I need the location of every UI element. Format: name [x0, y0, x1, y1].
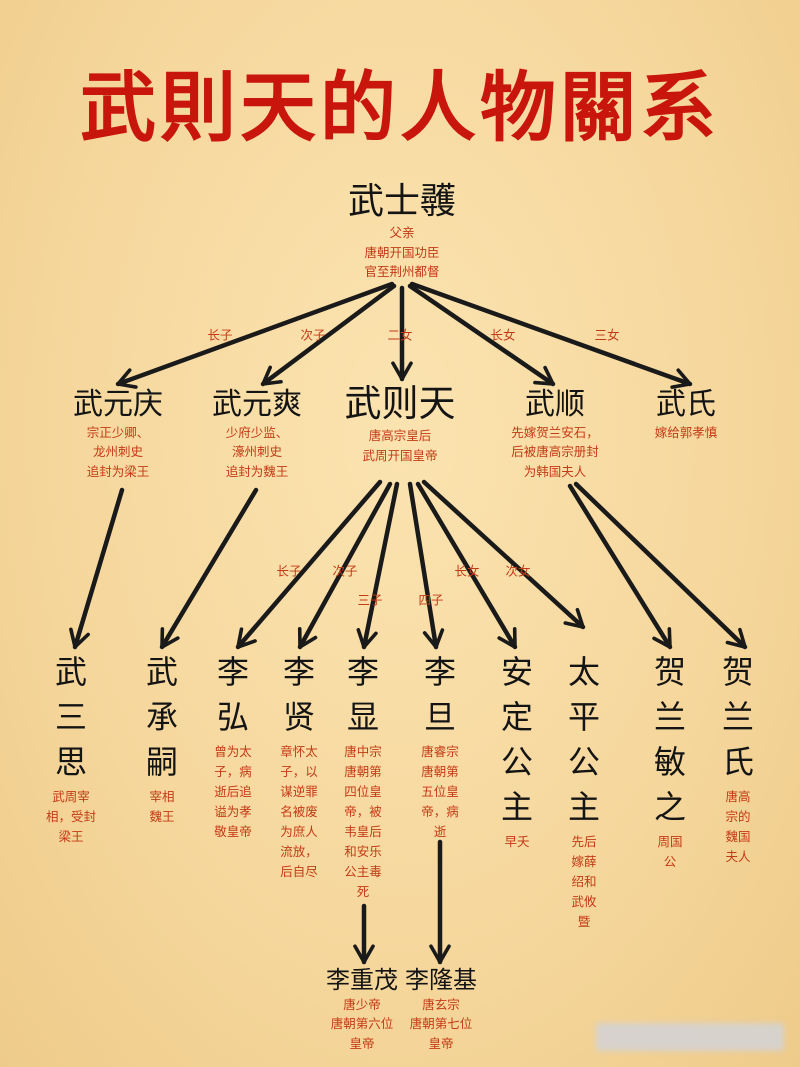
- node-name: 李贤: [282, 653, 315, 736]
- edge-label: 二女: [387, 327, 413, 343]
- node-li-xian: 李贤 章怀太子，以谋逆罪名被废为庶人流放，后自尽: [279, 650, 319, 882]
- node-name: 贺兰敏之: [653, 653, 686, 826]
- edge-label: 次子: [300, 327, 326, 343]
- node-desc: 唐玄宗 唐朝第七位 皇帝: [409, 996, 473, 1051]
- arrow-to-li-hong: [235, 479, 383, 650]
- node-name: 武士彠: [347, 181, 457, 222]
- node-desc: 父亲 唐朝开国功臣 官至荆州都督: [364, 225, 440, 279]
- node-li-hong: 李弘 曾为太子，病逝后追谥为孝敬皇帝: [213, 650, 253, 842]
- node-name: 武氏: [655, 387, 716, 422]
- node-name: 武顺: [524, 387, 585, 422]
- node-name: 武则天: [344, 382, 456, 425]
- node-name: 武元庆: [73, 387, 163, 422]
- node-desc: 武周宰相，受封梁王: [45, 789, 97, 844]
- node-desc: 先后嫁薛绍和武攸暨: [571, 834, 597, 929]
- node-helan-minzhi: 贺兰敏之 周国公: [650, 650, 690, 872]
- edge-label: 长子: [207, 327, 233, 343]
- node-name: 武元爽: [212, 387, 302, 422]
- edge-label: 长女: [490, 327, 516, 343]
- arrow-to-wu-chengsi: [159, 487, 259, 650]
- node-li-dan: 李旦 唐睿宗唐朝第五位皇帝，病逝: [420, 650, 460, 842]
- node-desc: 周国公: [657, 834, 683, 869]
- node-helan-shi: 贺兰氏 唐高宗的魏国夫人: [718, 650, 758, 867]
- node-wu-yuanshuang: 武元爽 少府少监、 濠州刺史 追封为魏王: [212, 387, 302, 481]
- node-desc: 唐少帝 唐朝第六位 皇帝: [330, 996, 394, 1051]
- node-wu-yuanqing: 武元庆 宗正少卿、 龙州刺史 追封为梁王: [73, 387, 163, 481]
- node-desc: 宗正少卿、 龙州刺史 追封为梁王: [86, 425, 150, 479]
- node-name: 李重茂: [326, 966, 398, 994]
- arrow-to-wu-shun: [407, 283, 556, 387]
- arrow-to-anding-princess: [415, 481, 518, 650]
- node-name: 武承嗣: [145, 653, 178, 781]
- edge-label: 次女: [505, 563, 531, 579]
- arrow-to-wu-sansi: [69, 487, 125, 650]
- arrow-to-wu-yuanshuang: [260, 283, 397, 387]
- arrow-to-helan-shi: [573, 481, 748, 650]
- node-desc: 早夭: [504, 834, 530, 849]
- node-desc: 唐中宗唐朝第四位皇帝，被韦皇后和安乐公主毒死: [344, 744, 382, 899]
- node-desc: 嫁给郭孝慎: [654, 425, 718, 440]
- node-desc: 唐睿宗唐朝第五位皇帝，病逝: [421, 744, 459, 839]
- node-taiping-princess: 太平公主 先后嫁薛绍和武攸暨: [564, 650, 604, 932]
- node-wu-shun: 武顺 先嫁贺兰安石， 后被唐高宗册封 为韩国夫人: [511, 387, 599, 481]
- node-wu-shihuo: 武士彠 父亲 唐朝开国功臣 官至荆州都督: [348, 180, 456, 281]
- node-name: 李旦: [423, 653, 456, 736]
- edge-label: 长女: [454, 563, 480, 579]
- node-wu-shi: 武氏 嫁给郭孝慎: [655, 387, 718, 442]
- node-name: 贺兰氏: [721, 653, 754, 781]
- arrow-to-taiping-princess: [421, 479, 586, 630]
- arrow-to-helan-minzhi: [567, 483, 673, 650]
- node-wu-chengsi: 武承嗣 宰相魏王: [142, 650, 182, 827]
- node-desc: 曾为太子，病逝后追谥为孝敬皇帝: [214, 744, 252, 839]
- node-name: 武三思: [54, 653, 87, 781]
- node-name: 李隆基: [405, 966, 477, 994]
- node-wu-sansi: 武三思 武周宰相，受封梁王: [46, 650, 96, 847]
- node-li-longji: 李隆基 唐玄宗 唐朝第七位 皇帝: [405, 966, 477, 1053]
- edge-label: 四子: [418, 592, 444, 608]
- node-name: 李显: [346, 653, 379, 736]
- blurred-watermark: [596, 1023, 784, 1051]
- node-desc: 宰相魏王: [149, 789, 175, 824]
- node-li-xian-zhongzong: 李显 唐中宗唐朝第四位皇帝，被韦皇后和安乐公主毒死: [343, 650, 383, 902]
- node-desc: 章怀太子，以谋逆罪名被废为庶人流放，后自尽: [280, 744, 318, 879]
- edge-label: 次子: [332, 563, 358, 579]
- arrow-to-li-dan: [407, 481, 445, 650]
- node-anding-princess: 安定公主 早夭: [497, 650, 537, 852]
- node-desc: 唐高宗皇后 武周开国皇帝: [362, 428, 438, 463]
- node-wu-zetian: 武则天 唐高宗皇后 武周开国皇帝: [345, 382, 456, 465]
- node-desc: 唐高宗的魏国夫人: [725, 789, 751, 864]
- arrow-to-wu-shi: [409, 281, 693, 389]
- node-li-chongmao: 李重茂 唐少帝 唐朝第六位 皇帝: [326, 966, 398, 1053]
- edge-label: 长子: [276, 563, 302, 579]
- edge-label: 三子: [357, 592, 383, 608]
- arrow-to-wu-yuanqing: [115, 281, 395, 389]
- node-desc: 先嫁贺兰安石， 后被唐高宗册封 为韩国夫人: [511, 425, 599, 479]
- arrow-to-li-xian-zhongzong: [356, 481, 400, 650]
- node-desc: 少府少监、 濠州刺史 追封为魏王: [225, 425, 289, 479]
- node-name: 安定公主: [500, 653, 533, 826]
- node-name: 太平公主: [567, 653, 600, 826]
- node-name: 李弘: [216, 653, 249, 736]
- page-title: 武則天的人物關系: [80, 63, 720, 152]
- arrow-to-li-xian: [297, 481, 393, 650]
- edge-label: 三女: [594, 327, 620, 343]
